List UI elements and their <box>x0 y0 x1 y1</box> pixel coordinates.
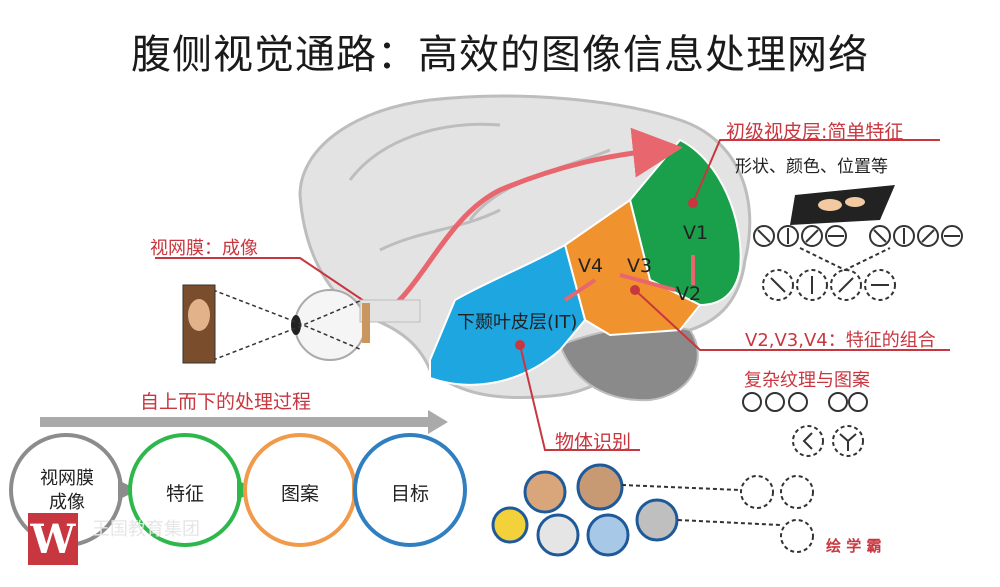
combo-label: V2,V3,V4：特征的组合 <box>745 330 936 351</box>
flow-arrow <box>370 127 683 323</box>
v1-detail-label: 形状、颜色、位置等 <box>735 157 888 177</box>
topdown-label: 自上而下的处理过程 <box>140 391 312 413</box>
watermark-corner: 绘 学 霸 <box>826 537 882 555</box>
pipeline-ring-4 <box>353 433 467 547</box>
object-links <box>621 475 814 553</box>
v-arrow-2 <box>619 273 676 292</box>
combined-features <box>762 247 896 301</box>
v1-patch <box>790 185 895 225</box>
pupil <box>291 315 301 335</box>
orientation-filters <box>753 225 963 247</box>
v3-tag: V3 <box>627 255 653 277</box>
pipeline-step-target: 目标 <box>390 483 429 505</box>
pipeline-step-pattern: 图案 <box>280 483 319 505</box>
watermark-logo: W <box>28 513 78 565</box>
leader-line <box>692 139 940 204</box>
projection-line <box>212 289 363 351</box>
page-title: 腹侧视觉通路：高效的图像信息处理网络 <box>131 32 869 78</box>
pipeline-step-retina: 视网膜 成像 <box>40 468 94 513</box>
sulcus <box>348 122 501 181</box>
v1-tag: V1 <box>683 222 709 244</box>
sulcus <box>379 208 501 252</box>
leader-line <box>519 344 640 451</box>
watermark-org: 王国教育集团 <box>92 519 200 540</box>
v-arrow-3 <box>563 278 597 302</box>
v4-tag: V4 <box>578 255 604 277</box>
optic-nerve <box>359 299 421 323</box>
eye <box>294 289 366 361</box>
v234-region <box>563 198 702 337</box>
projection-line <box>212 299 363 361</box>
object-thumbnails <box>491 463 679 557</box>
it-region <box>429 243 587 386</box>
retina-label: 视网膜：成像 <box>150 238 258 259</box>
complex-label: 复杂纹理与图案 <box>744 370 870 391</box>
pipeline-step-feature: 特征 <box>165 483 204 505</box>
v2-tag: V2 <box>676 283 702 305</box>
leader-line <box>155 257 371 306</box>
object-label: 物体识别 <box>555 431 632 453</box>
leader-line <box>634 289 950 351</box>
topdown-arrowhead <box>428 410 448 434</box>
v1-region <box>628 138 742 307</box>
texture-icons <box>742 392 868 457</box>
it-tag: 下颞叶皮层(IT) <box>457 312 578 333</box>
v1-area-label: 初级视皮层:简单特征 <box>726 121 904 143</box>
